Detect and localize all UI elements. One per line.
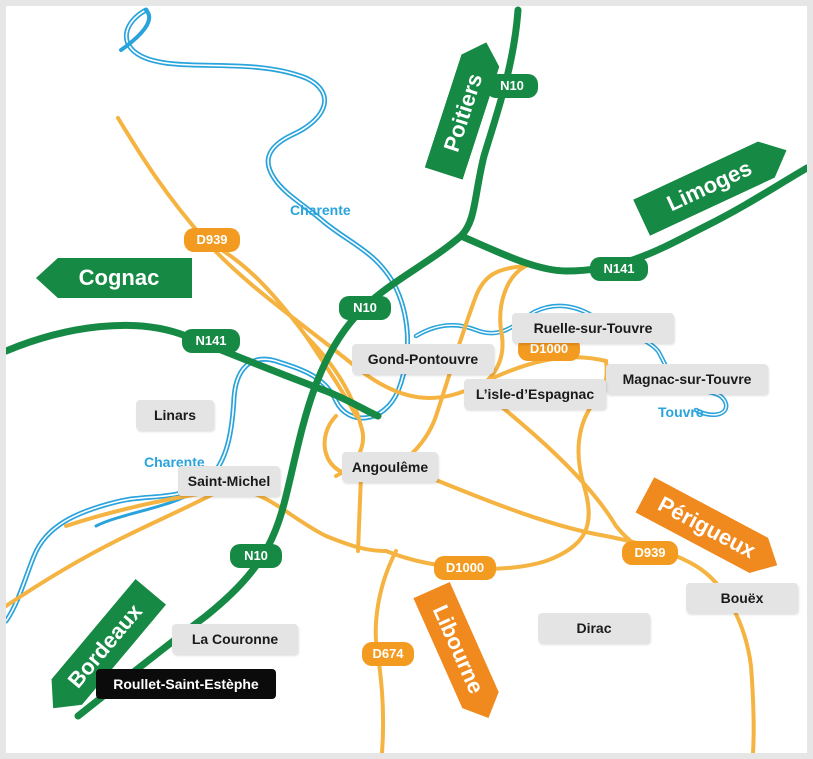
place-linars[interactable]: Linars <box>136 400 214 430</box>
map-frame: Charente Charente Touvre N10 N10 N10 N14… <box>6 6 807 753</box>
road-badge-n10-south: N10 <box>230 544 282 568</box>
road-badge-d1000-south: D1000 <box>434 556 496 580</box>
road-badge-n10-center: N10 <box>339 296 391 320</box>
road-badge-d939-east: D939 <box>622 541 678 565</box>
place-la-couronne[interactable]: La Couronne <box>172 624 298 654</box>
direction-cognac: Cognac <box>36 258 192 298</box>
place-roullet-saint-estephe[interactable]: Roullet-Saint-Estèphe <box>96 669 276 699</box>
place-angouleme[interactable]: Angoulême <box>342 452 438 482</box>
place-isle-d-espagnac[interactable]: L’isle-d’Espagnac <box>464 379 606 409</box>
place-ruelle-sur-touvre[interactable]: Ruelle-sur-Touvre <box>512 313 674 343</box>
road-badge-n141-west: N141 <box>182 329 240 353</box>
place-gond-pontouvre[interactable]: Gond-Pontouvre <box>352 344 494 374</box>
place-bouex[interactable]: Bouëx <box>686 583 798 613</box>
touvre-label: Touvre <box>658 404 704 420</box>
place-dirac[interactable]: Dirac <box>538 613 650 643</box>
place-magnac-sur-touvre[interactable]: Magnac-sur-Touvre <box>606 364 768 394</box>
road-badge-d674: D674 <box>362 642 414 666</box>
road-badge-n141-east: N141 <box>590 257 648 281</box>
road-badge-d939-north: D939 <box>184 228 240 252</box>
n10-road <box>74 6 522 720</box>
place-saint-michel[interactable]: Saint-Michel <box>178 466 280 496</box>
charente-label-north: Charente <box>290 202 351 218</box>
